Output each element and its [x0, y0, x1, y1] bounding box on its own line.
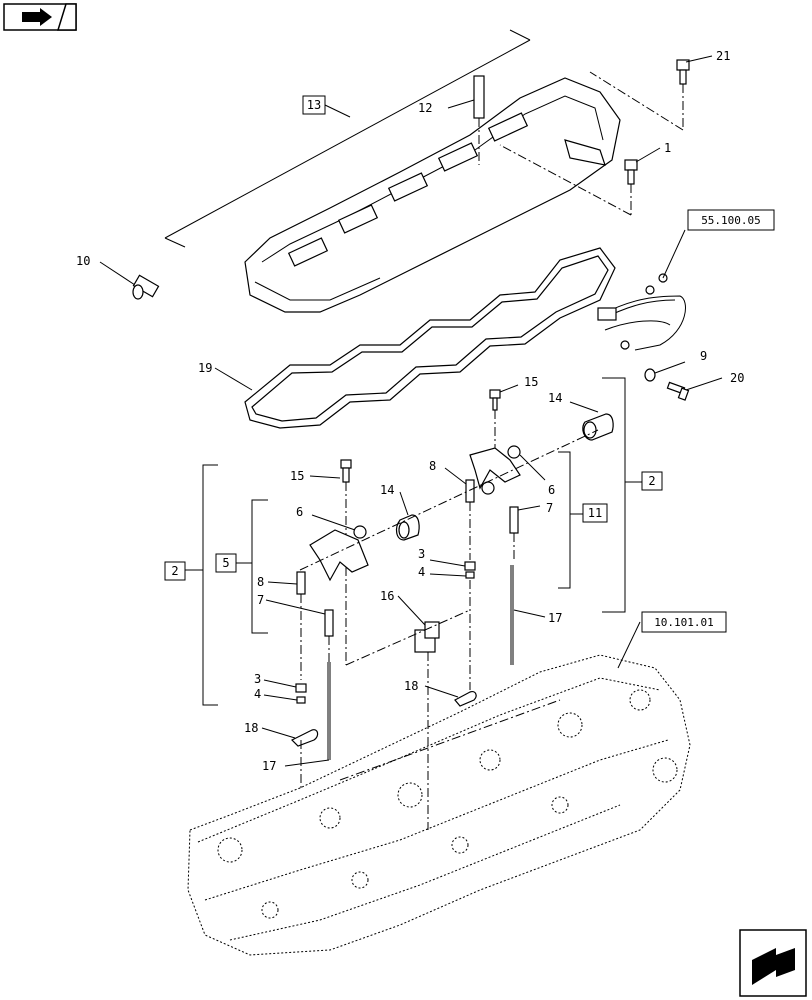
- svg-text:2: 2: [171, 564, 178, 578]
- callout-4-left: 4: [254, 687, 261, 701]
- callout-box-2-left[interactable]: 2: [164, 561, 186, 581]
- callout-box-13[interactable]: 13: [302, 95, 351, 118]
- valve-cover: [164, 29, 621, 313]
- callout-19: 19: [198, 361, 212, 375]
- callout-10: 10: [76, 254, 90, 268]
- callout-3-right: 3: [418, 547, 425, 561]
- callout-14-right: 14: [548, 391, 562, 405]
- bolt-21: [676, 55, 713, 85]
- callout-9: 9: [700, 349, 707, 363]
- dowel-pin: [447, 75, 485, 119]
- svg-text:2: 2: [648, 474, 655, 488]
- callout-15-right: 15: [524, 375, 538, 389]
- callout-15-left: 15: [290, 469, 304, 483]
- callout-20: 20: [730, 371, 744, 385]
- callout-18-right: 18: [404, 679, 418, 693]
- callout-8-left: 8: [257, 575, 264, 589]
- cylinder-head: [187, 621, 691, 956]
- rocker-assembly-left: [261, 459, 420, 767]
- svg-text:55.100.05: 55.100.05: [701, 214, 761, 227]
- svg-text:11: 11: [588, 506, 602, 520]
- wire-harness: [597, 229, 686, 351]
- callout-14-left: 14: [380, 483, 394, 497]
- callout-17-right: 17: [548, 611, 562, 625]
- breather-fitting: [99, 261, 160, 300]
- bracket-11: [558, 451, 583, 589]
- bracket-2-right: [602, 377, 642, 613]
- callout-18-left: 18: [244, 721, 258, 735]
- bracket-2-left: [185, 464, 218, 706]
- forward-arrow-icon[interactable]: [739, 929, 807, 997]
- valve-cover-gasket: [214, 247, 616, 429]
- back-arrow-icon[interactable]: [3, 3, 77, 31]
- callout-12: 12: [418, 101, 432, 115]
- callout-7-left: 7: [257, 593, 264, 607]
- callout-8-right: 8: [429, 459, 436, 473]
- rocker-assembly-right: [424, 384, 614, 707]
- svg-text:10.101.01: 10.101.01: [654, 616, 714, 629]
- callout-21: 21: [716, 49, 730, 63]
- svg-text:13: 13: [307, 98, 321, 112]
- callout-box-5[interactable]: 5: [215, 553, 237, 573]
- callout-box-2-right[interactable]: 2: [641, 471, 663, 491]
- injector-clamp: [397, 595, 440, 830]
- bracket-5: [236, 499, 268, 634]
- cylinder-head-reference-box[interactable]: 10.101.01: [641, 611, 727, 633]
- callout-4-right: 4: [418, 565, 425, 579]
- callout-7-right: 7: [546, 501, 553, 515]
- callout-17-left: 17: [262, 759, 276, 773]
- bolt-1: [624, 147, 661, 185]
- callout-1: 1: [664, 141, 671, 155]
- callout-16: 16: [380, 589, 394, 603]
- svg-text:5: 5: [222, 556, 229, 570]
- callout-box-11[interactable]: 11: [582, 503, 608, 523]
- callout-6-right: 6: [548, 483, 555, 497]
- callout-6-left: 6: [296, 505, 303, 519]
- screw-20: [666, 377, 723, 401]
- rocker-pedestals: [287, 112, 529, 267]
- washer-9: [644, 361, 686, 382]
- harness-reference-box[interactable]: 55.100.05: [687, 209, 775, 231]
- callout-3-left: 3: [254, 672, 261, 686]
